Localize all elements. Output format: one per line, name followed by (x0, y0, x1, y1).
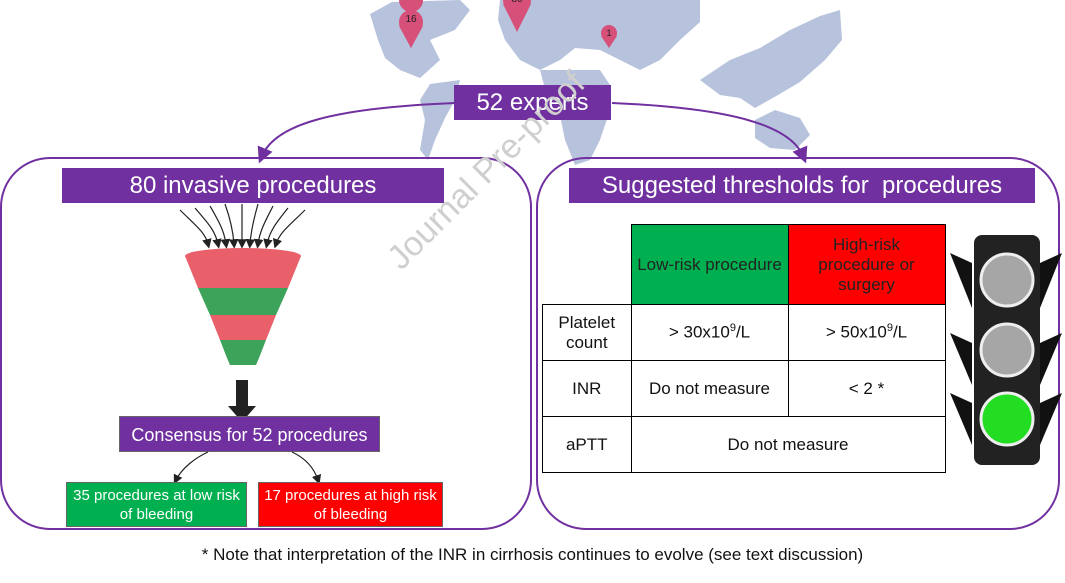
right-panel-title: Suggested thresholds for procedures (569, 168, 1035, 203)
map-pin-label: 1 (606, 28, 612, 38)
arrow-to-left-panel (257, 102, 456, 164)
table-row: aPTT Do not measure (542, 416, 946, 473)
high-risk-outcome-box: 17 procedures at high risk of bleeding (258, 482, 443, 527)
incoming-arrows (179, 203, 306, 249)
light-middle (979, 322, 1035, 378)
left-panel-title: 80 invasive procedures (62, 168, 444, 203)
map-pin-label: 80 (507, 0, 527, 5)
inr-high-risk-value: < 2 * (787, 360, 946, 417)
header-low-risk: Low-risk procedure (630, 224, 789, 305)
arrow-to-right-panel (611, 102, 808, 164)
light-top (979, 252, 1035, 308)
map-pins (399, 0, 617, 48)
experts-banner: 52 experts (454, 85, 611, 120)
inr-low-risk-value: Do not measure (630, 360, 789, 417)
table-row: Platelet count > 30x109/L > 50x109/L (542, 304, 946, 361)
table-row: INR Do not measure < 2 * (542, 360, 946, 417)
low-risk-outcome-box: 35 procedures at low risk of bleeding (66, 482, 247, 527)
platelet-high-risk-value: > 50x109/L (787, 304, 946, 361)
empty-corner-cell (543, 225, 632, 305)
aptt-value: Do not measure (630, 416, 946, 473)
row-label-platelet: Platelet count (542, 304, 632, 361)
traffic-light-icon (950, 235, 1062, 465)
platelet-low-risk-value: > 30x109/L (630, 304, 789, 361)
right-panel (536, 157, 1060, 530)
row-label-inr: INR (542, 360, 632, 417)
funnel-graphic (179, 203, 306, 422)
map-pin-label: 16 (405, 14, 417, 25)
footnote: * Note that interpretation of the INR in… (201, 545, 864, 564)
light-bottom-green (979, 391, 1035, 447)
header-high-risk: High-risk procedure or surgery (787, 224, 946, 305)
threshold-table: Low-risk procedure High-risk procedure o… (542, 224, 946, 473)
left-panel (0, 157, 532, 530)
row-label-aptt: aPTT (542, 416, 632, 473)
table-header-row: Low-risk procedure High-risk procedure o… (543, 224, 946, 305)
consensus-box: Consensus for 52 procedures (119, 416, 380, 452)
